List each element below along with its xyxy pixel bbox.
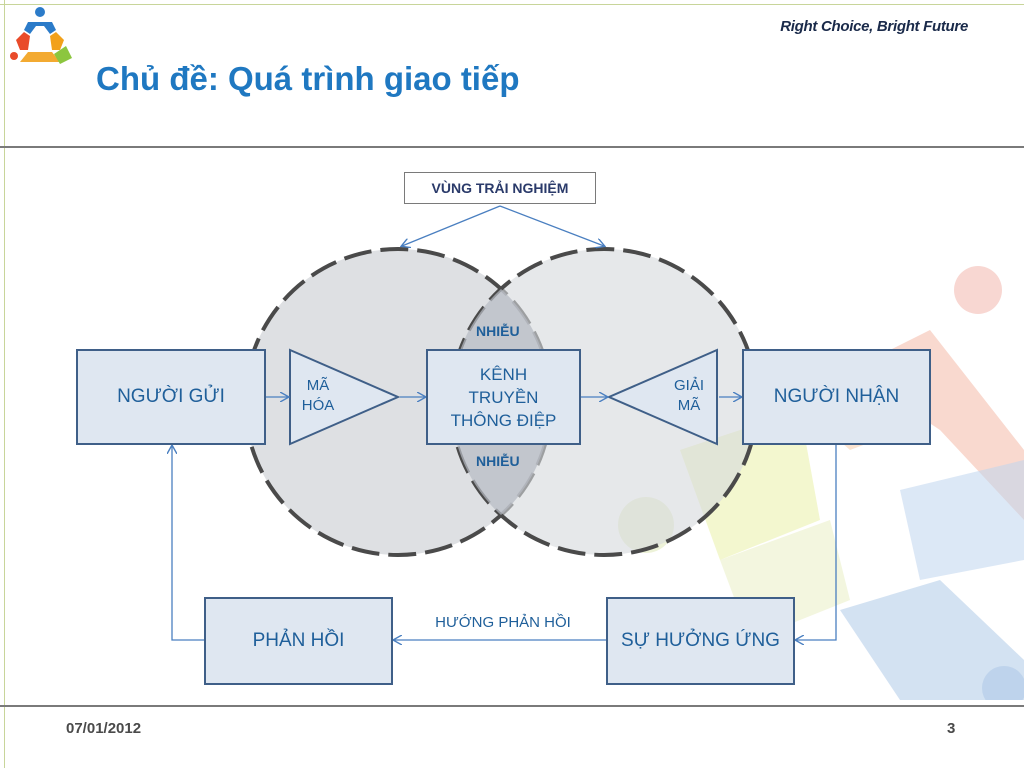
- encode-label-line1: MÃ: [306, 377, 330, 394]
- footer-divider: [0, 705, 1024, 707]
- logo-icon: [10, 7, 72, 64]
- tagline: Right Choice, Bright Future: [780, 18, 968, 35]
- decode-triangle: [606, 348, 718, 446]
- encode-label: MÃ HÓA: [296, 376, 340, 416]
- feedback-label: PHẢN HỒI: [252, 630, 345, 651]
- response-box: SỰ HƯỞNG ỨNG: [606, 597, 795, 685]
- feedback-direction-label: HƯỚNG PHẢN HỒI: [435, 614, 571, 631]
- page-title: Chủ đề: Quá trình giao tiếp: [96, 60, 520, 97]
- channel-box: KÊNH TRUYỀN THÔNG ĐIỆP: [426, 349, 581, 445]
- encode-triangle: [289, 348, 401, 446]
- experience-arrow-right: [499, 205, 604, 246]
- sender-box: NGƯỜI GỬI: [76, 349, 266, 445]
- noise-label-top: NHIỄU: [476, 323, 520, 339]
- sender-label: NGƯỜI GỬI: [117, 386, 225, 407]
- feedback-to-sender-arrow: [172, 446, 204, 641]
- response-label: SỰ HƯỞNG ỨNG: [621, 630, 780, 651]
- left-rule: [4, 0, 5, 768]
- channel-label-line1: KÊNH: [479, 364, 528, 384]
- receiver-to-response-arrow: [796, 444, 837, 640]
- decode-label: GIẢI MÃ: [664, 376, 714, 416]
- communication-process-diagram: VÙNG TRẢI NGHIỆM NHIỄU NHIỄU NGƯỜI GỬI M…: [0, 150, 1024, 705]
- noise-label-bottom: NHIỄU: [476, 453, 520, 469]
- decode-label-line1: GIẢI: [673, 377, 704, 394]
- receiver-box: NGƯỜI NHẬN: [742, 349, 931, 445]
- feedback-box: PHẢN HỒI: [204, 597, 393, 685]
- channel-label-line2: TRUYỀN: [468, 387, 539, 407]
- channel-label-line3: THÔNG ĐIỆP: [450, 410, 557, 430]
- experience-arrow-left: [402, 205, 501, 246]
- decode-label-line2: MÃ: [677, 397, 701, 414]
- header-divider: [0, 146, 1024, 148]
- footer-date: 07/01/2012: [66, 720, 142, 737]
- receiver-label: NGƯỜI NHẬN: [773, 386, 900, 407]
- encode-label-line2: HÓA: [301, 397, 335, 414]
- top-rule: [0, 0, 1024, 5]
- experience-zone-label: VÙNG TRẢI NGHIỆM: [404, 172, 596, 204]
- page-number: 3: [947, 720, 956, 737]
- diagram-graphics: [0, 205, 837, 705]
